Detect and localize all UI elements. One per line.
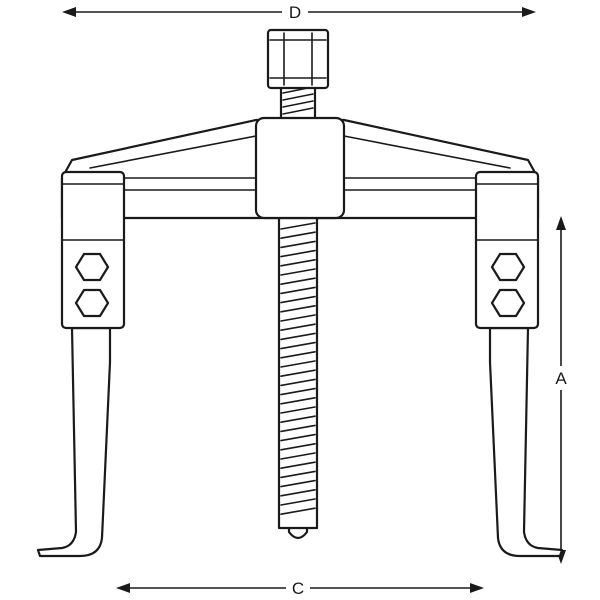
dimension-d: D: [62, 2, 536, 22]
thread-line: [280, 277, 316, 285]
thread-line: [280, 470, 316, 479]
dimension-c-arrow-right: [470, 583, 484, 593]
thread-line: [280, 222, 316, 230]
right-lower-bolt-icon: [490, 288, 526, 318]
thread-line: [280, 387, 316, 396]
thread-line: [280, 378, 316, 387]
right-jaw: [488, 326, 564, 558]
thread-line: [280, 424, 316, 433]
dimension-d-arrow-left: [62, 7, 76, 17]
dimension-c-arrow-left: [116, 583, 130, 593]
thread-line: [280, 415, 316, 423]
thread-line: [280, 351, 316, 359]
right-arm-block: [474, 170, 540, 330]
thread-line: [280, 461, 316, 469]
left-jaw: [36, 326, 112, 558]
thread-line: [280, 406, 316, 414]
dimension-a: A: [551, 216, 571, 564]
dimension-c-label: C: [292, 579, 304, 598]
left-arm: [36, 170, 126, 558]
dimension-a-arrow-top: [556, 216, 566, 230]
thread-line: [280, 479, 316, 488]
threaded-spindle: [277, 210, 319, 540]
thread-line: [280, 323, 316, 331]
upper-spindle: [279, 82, 317, 122]
thread-line: [280, 268, 316, 276]
right-upper-bolt-icon: [490, 252, 526, 282]
dimension-a-label: A: [555, 369, 567, 388]
thread-line: [280, 360, 316, 368]
thread-line: [282, 100, 314, 108]
left-upper-bolt-icon: [74, 252, 110, 282]
thread-line: [280, 231, 316, 239]
thread-line: [280, 240, 316, 249]
dimension-d-label: D: [289, 3, 301, 22]
dimension-d-arrow-right: [522, 7, 536, 17]
thread-line: [280, 305, 316, 313]
thread-line: [280, 489, 316, 497]
thread-line: [280, 314, 316, 322]
thread-line: [280, 369, 316, 377]
spindle-threads: [280, 222, 316, 515]
center-block: [254, 116, 346, 220]
thread-line: [282, 93, 314, 101]
hex-head: [266, 28, 330, 90]
thread-line: [280, 507, 316, 515]
dimension-c: C: [116, 578, 484, 598]
thread-line: [280, 249, 316, 258]
right-arm: [474, 170, 564, 558]
thread-line: [280, 295, 316, 304]
thread-line: [280, 498, 316, 506]
thread-line: [280, 397, 316, 405]
upper-spindle-threads: [282, 86, 314, 115]
thread-line: [280, 433, 316, 442]
thread-line: [280, 332, 316, 341]
thread-line: [280, 452, 316, 460]
crossbar: [60, 116, 540, 220]
left-arm-block: [60, 170, 126, 330]
thread-line: [282, 107, 314, 115]
thread-line: [280, 286, 316, 295]
thread-line: [280, 443, 316, 451]
thread-line: [280, 259, 316, 267]
left-lower-bolt-icon: [74, 288, 110, 318]
hex-head-body: [266, 28, 330, 90]
thread-line: [280, 341, 316, 350]
